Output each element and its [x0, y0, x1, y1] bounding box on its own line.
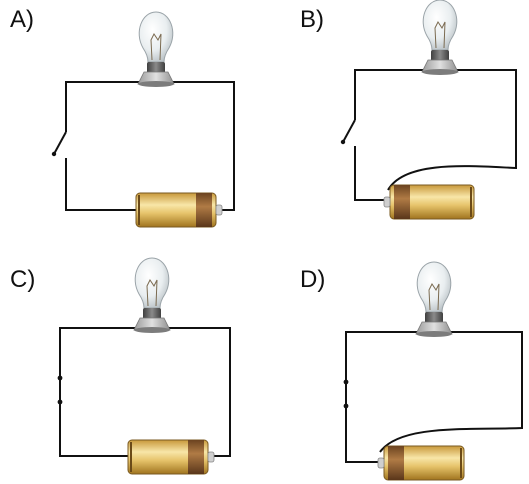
light-bulb-icon — [421, 0, 459, 75]
wire — [59, 402, 128, 457]
open-switch-icon — [51, 131, 67, 157]
panel-label-a: A) — [10, 6, 34, 33]
switch-contact-dot — [340, 139, 346, 145]
bulb-holder-foot — [134, 327, 170, 333]
bulb-screw-base — [431, 50, 449, 62]
panel-label-d: D) — [300, 266, 326, 293]
battery-negative-end — [138, 195, 140, 225]
battery-terminal — [215, 204, 223, 216]
battery-negative-end — [130, 442, 132, 472]
bulb-holder-foot — [422, 69, 458, 75]
switch-lever — [53, 131, 67, 155]
battery-negative-end — [460, 448, 462, 478]
bulb-filament — [146, 279, 158, 307]
wire — [387, 69, 517, 191]
battery-terminal — [207, 451, 215, 463]
wire — [65, 81, 148, 132]
bulb-screw-base — [425, 312, 443, 324]
closed-switch-icon — [343, 379, 349, 409]
switch-contact-dot — [51, 151, 57, 157]
battery-terminal — [383, 196, 391, 208]
wire — [59, 327, 142, 378]
battery-icon — [377, 445, 465, 481]
switch-contact-dot — [57, 375, 63, 381]
light-bulb-icon — [415, 261, 453, 337]
battery-icon — [127, 439, 215, 475]
switch-lever — [342, 119, 356, 143]
bulb-filament — [150, 33, 162, 61]
wire — [168, 81, 235, 211]
circuit-b — [340, 0, 517, 220]
bulb-filament — [428, 283, 440, 311]
wire — [379, 331, 523, 453]
wire — [345, 406, 380, 463]
battery-icon — [383, 184, 475, 220]
circuit-d — [343, 261, 523, 481]
battery-terminal — [377, 457, 385, 469]
switch-contact-dot — [343, 379, 349, 385]
bulb-screw-base — [143, 308, 161, 320]
closed-switch-icon — [57, 375, 63, 405]
wire — [354, 69, 430, 120]
bulb-screw-base — [147, 62, 165, 74]
battery-cap — [188, 440, 204, 474]
wire — [162, 327, 231, 457]
bulb-holder-foot — [416, 331, 452, 337]
wire — [345, 331, 424, 382]
open-switch-icon — [340, 119, 356, 145]
battery-cap — [394, 185, 410, 219]
panel-label-c: C) — [10, 266, 36, 293]
circuit-c — [57, 257, 231, 475]
battery-icon — [135, 192, 223, 228]
circuit-a — [51, 11, 235, 228]
wire — [65, 158, 136, 211]
battery-cap — [196, 193, 212, 227]
panel-label-b: B) — [300, 6, 324, 33]
battery-cap — [388, 446, 404, 480]
light-bulb-icon — [133, 257, 171, 333]
battery-negative-end — [470, 187, 472, 217]
light-bulb-icon — [137, 11, 175, 87]
bulb-filament — [434, 21, 446, 49]
bulb-holder-foot — [138, 81, 174, 87]
wire — [354, 146, 386, 201]
